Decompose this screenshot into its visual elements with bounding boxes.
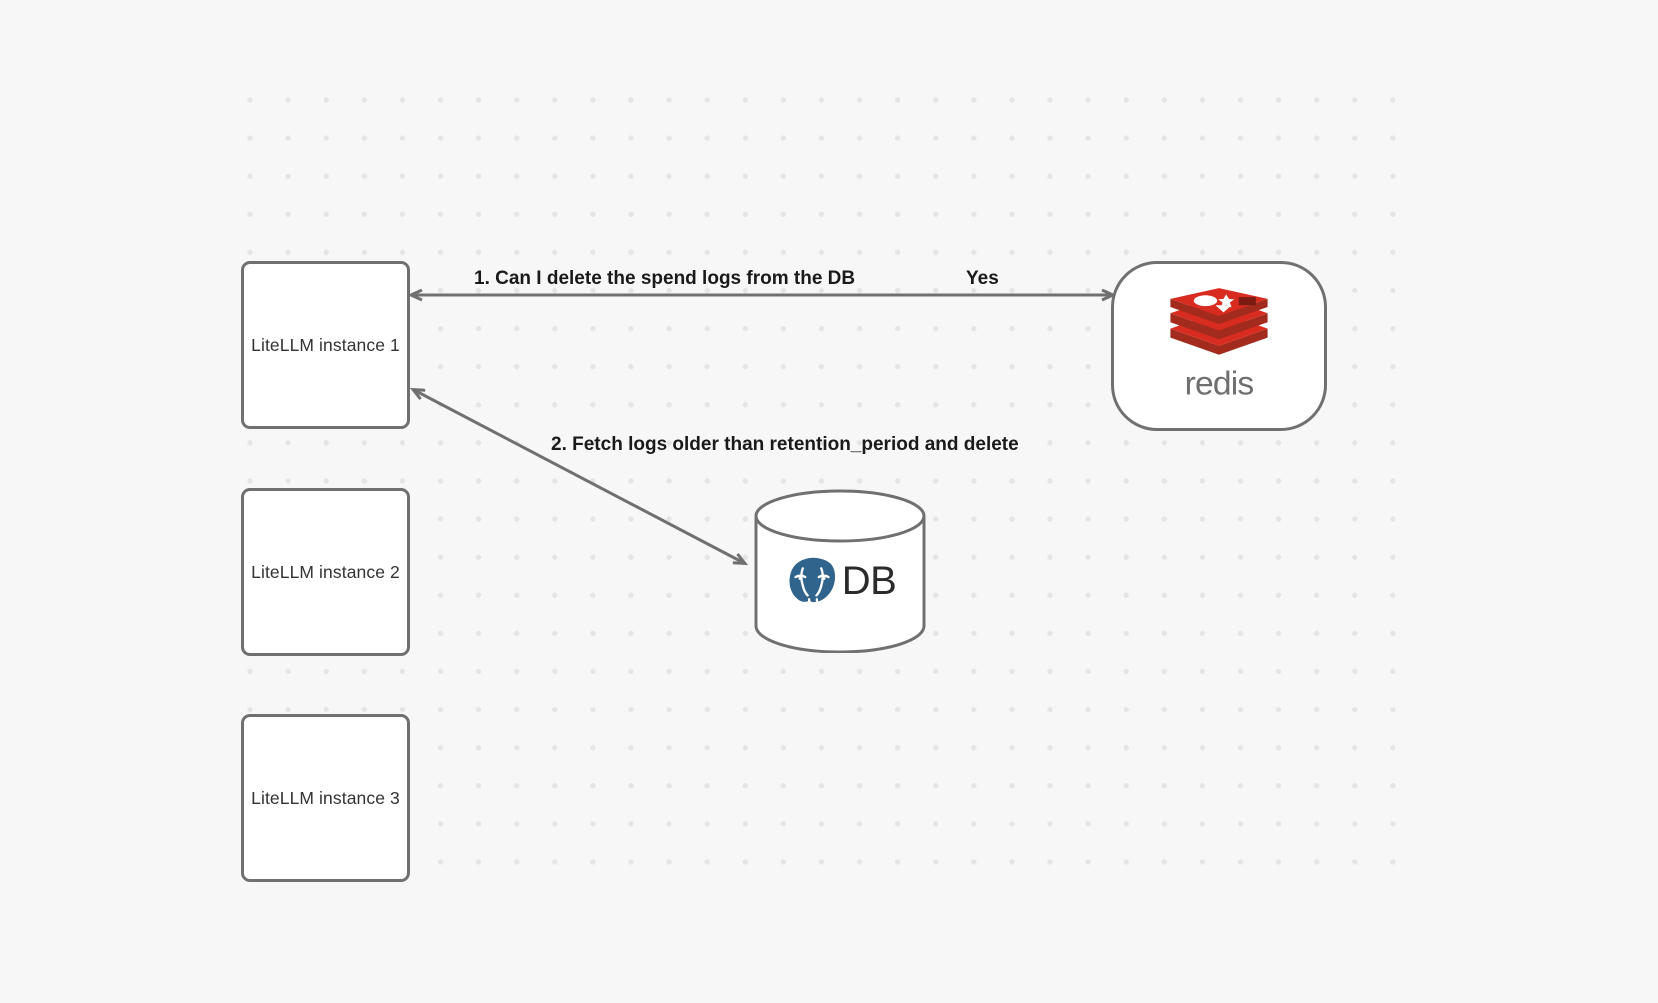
database-logo-group: DB <box>753 529 927 629</box>
node-label: LiteLLM instance 1 <box>251 334 400 355</box>
node-label: LiteLLM instance 3 <box>251 787 400 808</box>
node-database[interactable]: DB <box>753 489 927 653</box>
node-litellm-instance-3[interactable]: LiteLLM instance 3 <box>241 714 410 882</box>
edge-label-redis-reply: Yes <box>966 268 999 289</box>
postgresql-elephant-icon <box>786 555 838 610</box>
node-redis[interactable]: redis <box>1111 261 1327 431</box>
cylinder-shape <box>754 489 926 653</box>
edge-label-step-2: 2. Fetch logs older than retention_perio… <box>551 434 1019 455</box>
redis-wordmark: redis <box>1185 365 1255 402</box>
node-litellm-instance-2[interactable]: LiteLLM instance 2 <box>241 488 410 656</box>
svg-text:redis: redis <box>1185 365 1254 402</box>
node-litellm-instance-1[interactable]: LiteLLM instance 1 <box>241 261 410 429</box>
edge-label-step-1: 1. Can I delete the spend logs from the … <box>474 268 856 289</box>
database-label: DB <box>841 559 897 603</box>
redis-logo-icon <box>1170 288 1268 355</box>
edge-instance1-database <box>414 390 744 563</box>
node-label: LiteLLM instance 2 <box>251 561 400 582</box>
